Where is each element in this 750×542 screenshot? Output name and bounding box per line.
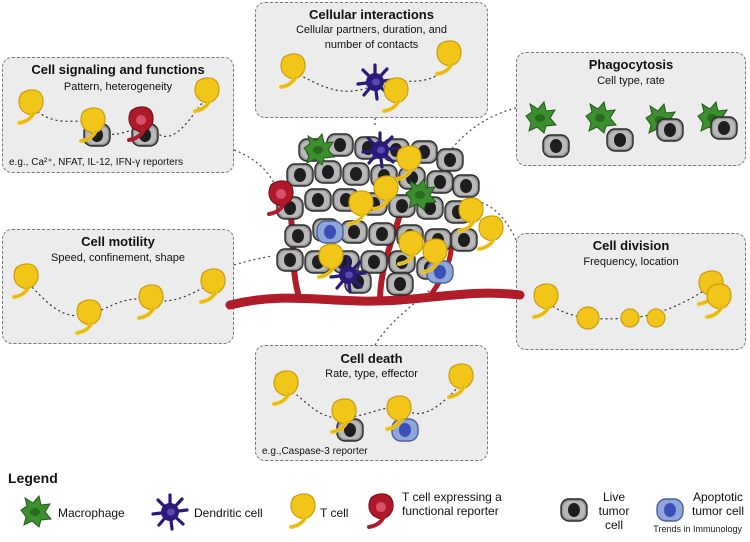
panel-title: Cell death (340, 351, 403, 366)
legend-title: Legend (8, 470, 58, 486)
signaling-art (17, 75, 221, 147)
panel-note: e.g., Ca²⁺, NFAT, IL-12, IFN-γ reporters (9, 157, 184, 168)
panel-subtitle: Rate, type, effector (325, 368, 418, 380)
credit-text: Trends in Immunology (653, 524, 742, 534)
legend-label-t-cell: T cell (320, 506, 349, 520)
live-tumor-cell-icon (560, 498, 588, 522)
legend-label-dendritic-cell: Dendritic cell (194, 506, 263, 520)
t-cell-icon (289, 491, 317, 529)
dendritic-cell-icon (151, 493, 189, 531)
interactions-art (279, 38, 463, 113)
macrophage-icon (20, 495, 52, 528)
panel-title: Cellular interactions (309, 7, 434, 22)
panel-title: Cell signaling and functions (31, 62, 205, 77)
panel-cell-motility: Cell motility Speed, confinement, shape (2, 229, 234, 344)
panel-subtitle: Frequency, location (583, 256, 679, 268)
death-art (272, 361, 475, 442)
panel-title: Phagocytosis (588, 57, 674, 72)
panel-subtitle: Cell type, rate (597, 75, 665, 87)
panel-cell-signaling: Cell signaling and functions Pattern, he… (2, 57, 234, 173)
panel-subtitle: Pattern, heterogeneity (63, 81, 173, 93)
legend-label-apoptotic-tumor-cell: Apoptotic tumor cell (691, 490, 744, 518)
legend-label-macrophage: Macrophage (58, 506, 125, 520)
legend-label-live-tumor-cell: Live tumor cell (598, 490, 630, 532)
panel-title: Cell motility (81, 234, 155, 249)
panel-subtitle: Cellular partners, duration, and number … (295, 24, 448, 51)
reporter-t-cell-icon (367, 491, 395, 529)
motility-art (12, 261, 227, 335)
apoptotic-tumor-cell-icon (656, 498, 684, 522)
legend-label-reporter-t-cell: T cell expressing a functional reporter (402, 490, 502, 518)
division-art (532, 268, 733, 330)
panel-subtitle: Speed, confinement, shape (51, 252, 185, 264)
panel-cell-death: Cell death Rate, type, effector e.g.,Cas… (255, 345, 488, 461)
phagocytosis-art (525, 101, 738, 158)
panel-note: e.g.,Caspase-3 reporter (262, 446, 368, 457)
panel-title: Cell division (592, 238, 670, 253)
